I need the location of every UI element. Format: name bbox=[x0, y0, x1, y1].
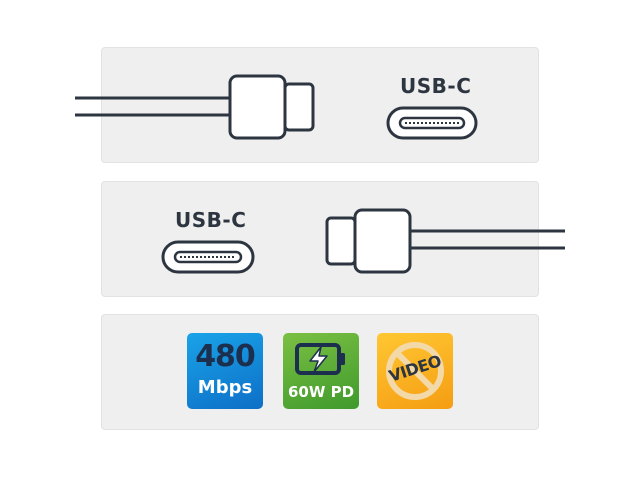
no-video-badge: VIDEO bbox=[377, 333, 453, 409]
power-delivery-badge: 60W PD bbox=[283, 333, 359, 409]
panel-usb-a-to-c-top bbox=[101, 47, 539, 163]
battery-charging-icon bbox=[295, 343, 345, 375]
usb-c-label-top: USB-C bbox=[400, 74, 472, 98]
speed-value: 480 bbox=[195, 339, 256, 374]
panel-usb-a-to-c-middle bbox=[101, 181, 539, 297]
usb-c-label-middle: USB-C bbox=[175, 208, 247, 232]
no-video-icon bbox=[386, 342, 444, 400]
speed-unit: Mbps bbox=[197, 377, 253, 398]
speed-badge: 480 Mbps bbox=[187, 333, 263, 409]
power-label: 60W PD bbox=[287, 383, 355, 401]
